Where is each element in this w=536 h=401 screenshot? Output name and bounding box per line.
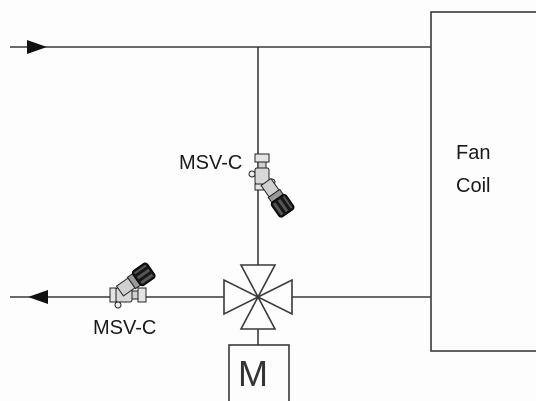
balancing-valve-icon bbox=[109, 262, 156, 309]
fan-coil-label-line2: Coil bbox=[456, 175, 491, 197]
flow-arrow-left-icon bbox=[28, 290, 48, 304]
valve-label-top: MSV-C bbox=[179, 152, 243, 174]
flow-arrow-right-icon bbox=[27, 40, 47, 54]
fan-coil-box bbox=[430, 11, 536, 352]
fan-coil-label-line1: Fan bbox=[456, 142, 491, 164]
motor-label: M bbox=[238, 353, 268, 394]
valve-label-bottom: MSV-C bbox=[93, 317, 157, 339]
motor-actuator-icon bbox=[228, 344, 290, 401]
balancing-valve-icon bbox=[248, 153, 295, 218]
three-way-valve-icon bbox=[223, 264, 293, 330]
